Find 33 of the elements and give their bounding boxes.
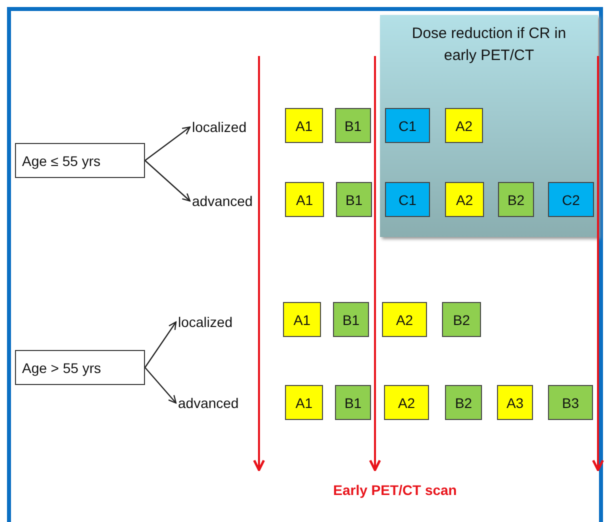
stage-label: localized (192, 116, 262, 138)
treatment-block: B2 (442, 302, 481, 337)
treatment-block: A1 (285, 108, 323, 143)
treatment-block: B1 (336, 182, 372, 217)
treatment-block: B2 (445, 385, 482, 420)
treatment-block: B1 (335, 108, 371, 143)
treatment-block: B1 (335, 385, 371, 420)
stage-label: advanced (192, 190, 264, 212)
treatment-block: C1 (385, 182, 430, 217)
treatment-block: A2 (382, 302, 427, 337)
treatment-block: B2 (498, 182, 534, 217)
axis-caption: Early PET/CT scan (332, 482, 458, 498)
group-box: Age > 55 yrs (15, 350, 145, 385)
arrow (144, 321, 177, 368)
stage-label: advanced (178, 392, 250, 414)
group-box: Age ≤ 55 yrs (15, 143, 145, 178)
treatment-block: C2 (548, 182, 594, 217)
treatment-block: A1 (283, 302, 321, 337)
treatment-block: A1 (285, 385, 323, 420)
treatment-block: A2 (384, 385, 429, 420)
treatment-block: C1 (385, 108, 430, 143)
highlight-band (380, 15, 598, 237)
treatment-block: B1 (333, 302, 369, 337)
treatment-block: A3 (497, 385, 533, 420)
treatment-block: A2 (445, 182, 484, 217)
treatment-block: A1 (285, 182, 324, 217)
treatment-block: A2 (445, 108, 483, 143)
arrow (144, 126, 191, 161)
stage-label: localized (178, 311, 248, 333)
band-heading: Dose reduction if CR in early PET/CT (410, 24, 568, 66)
arrow (144, 160, 191, 202)
arrow (144, 367, 177, 404)
treatment-block: B3 (548, 385, 593, 420)
